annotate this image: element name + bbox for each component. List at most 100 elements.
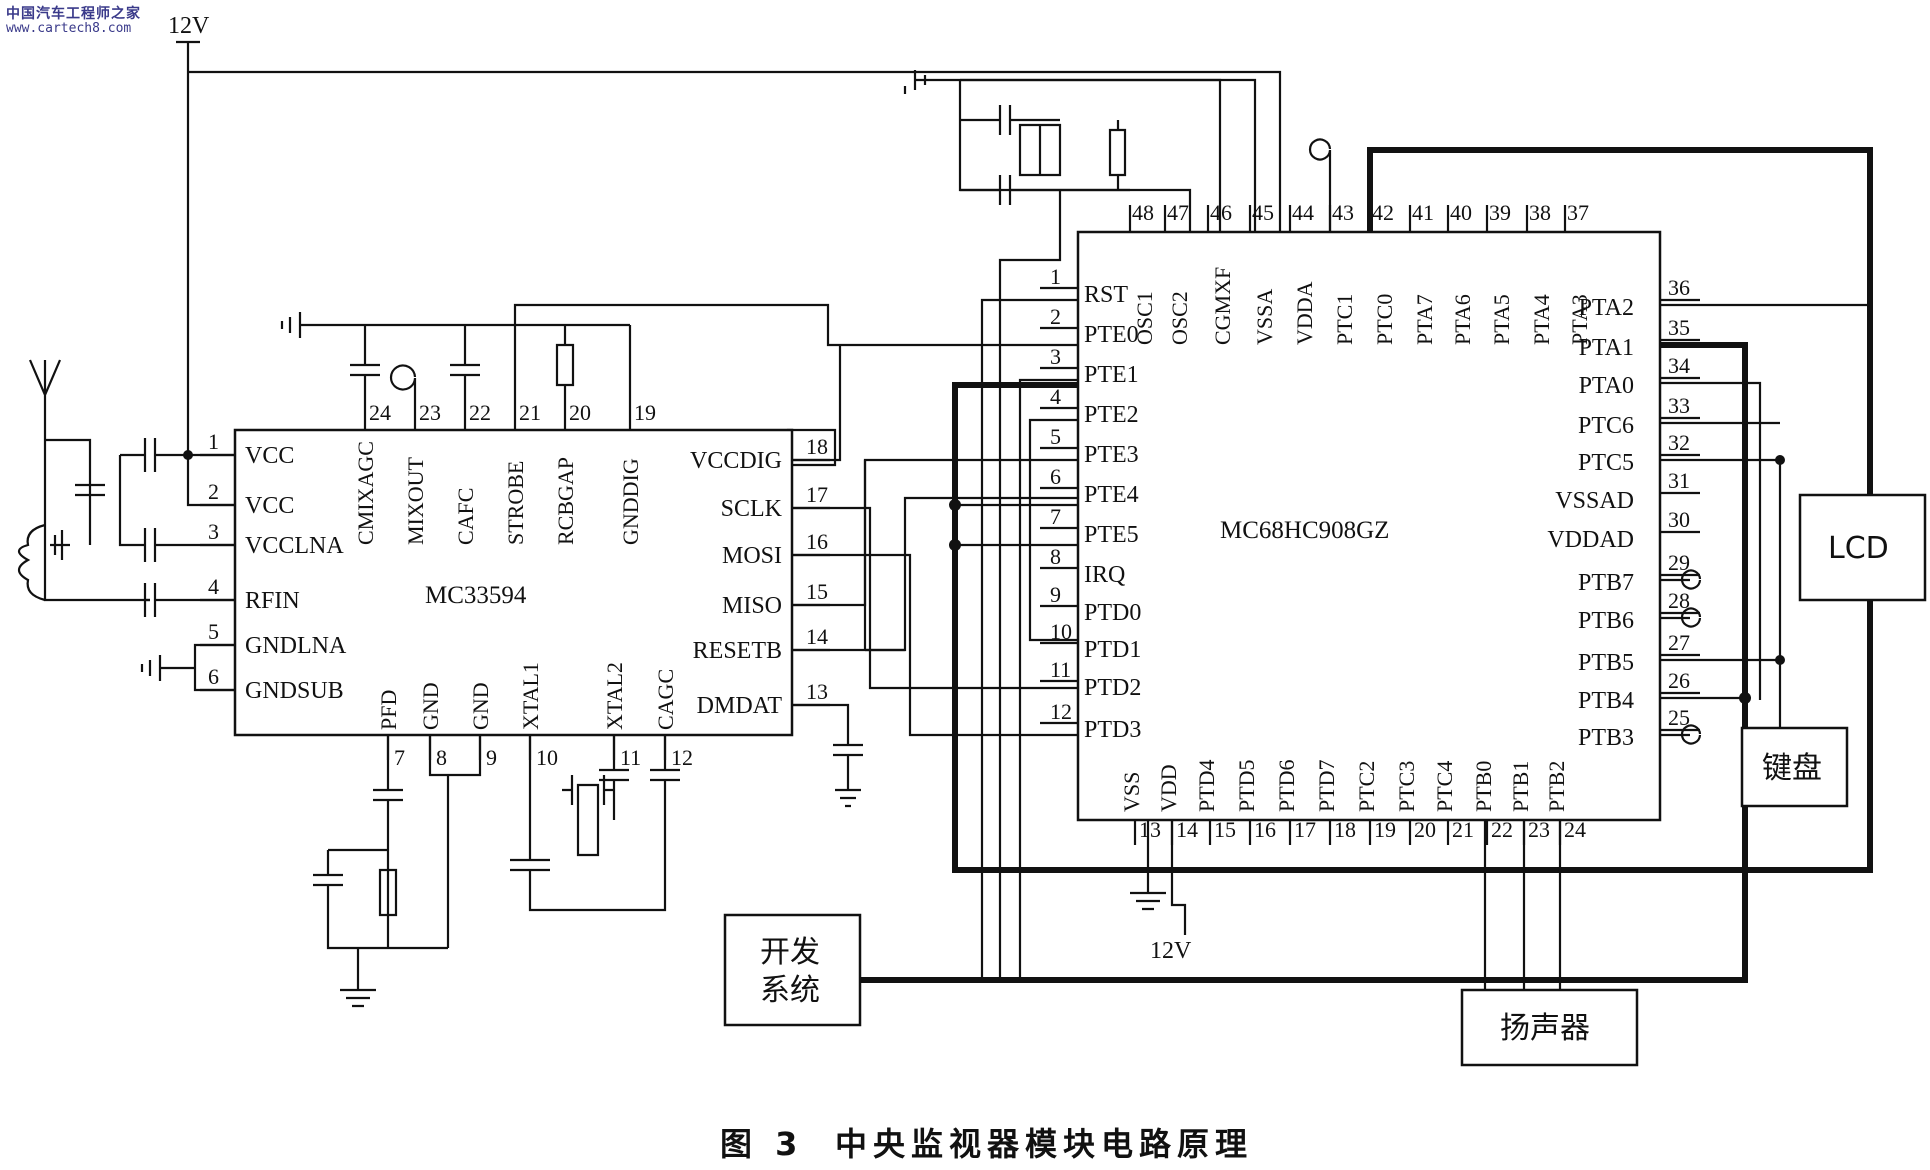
rx-pin-number: 22 [469,400,491,425]
rx-pin-number: 17 [806,482,828,507]
rx-pin-label: CMIXAGC [353,441,378,545]
wiring [17,40,1873,1030]
rx-pin-number: 12 [671,745,693,770]
watermark-site-name: 中国汽车工程师之家 [6,6,141,22]
mcu-pin-number: 45 [1252,200,1274,225]
mcu-pin-label: PTD4 [1194,759,1219,812]
mcu-pin-label: PTD2 [1084,675,1141,701]
watermark-url: www.cartech8.com [6,21,132,37]
mcu-pin-label: VSSAD [1555,488,1634,514]
mcu-pin-number: 42 [1372,200,1394,225]
mcu-pin-number: 30 [1668,507,1690,532]
mcu-pin-label: PTE0 [1084,322,1139,348]
keyboard-label: 键盘 [1762,751,1822,786]
rx-pin-number: 5 [208,619,219,644]
mcu-pin-number: 2 [1050,304,1061,329]
rx-pin-label: VCC [245,443,294,469]
mcu-pin-number: 3 [1050,344,1061,369]
rx-pin-label: CAFC [453,488,478,545]
rx-pin-label: CAGC [653,669,678,730]
mcu-pin-label: PTA1 [1579,335,1634,361]
rx-pin-label: XTAL1 [518,662,543,730]
mcu-pin-label: PTD3 [1084,717,1141,743]
mcu-pin-number: 24 [1564,817,1586,842]
rx-pin-number: 15 [806,579,828,604]
mcu-pin-label: PTB2 [1544,761,1569,812]
rx-pin-number: 19 [634,400,656,425]
mcu-pin-number: 33 [1668,393,1690,418]
dev-system-label-2: 系统 [760,973,820,1008]
mcu-pin-number: 23 [1528,817,1550,842]
rx-pin-label: GND [418,682,443,730]
mcu-pin-number: 17 [1294,817,1316,842]
rx-pin-label: VCCLNA [245,533,344,559]
mcu-pin-number: 29 [1668,550,1690,575]
mcu-pin-number: 32 [1668,430,1690,455]
rx-pin-number: 4 [208,574,219,599]
mcu-pin-label: PTA0 [1579,373,1634,399]
rx-pin-label: DMDAT [697,693,783,719]
mcu-pin-number: 4 [1050,384,1061,409]
supply-12v-bottom: 12V [1150,938,1192,964]
rx-pin-label: RESETB [693,638,782,664]
mcu-pin-number: 9 [1050,582,1061,607]
mcu-pin-number: 28 [1668,588,1690,613]
mcu-pin-label: PTE3 [1084,442,1139,468]
mcu-pin-label: PTE5 [1084,522,1139,548]
mcu-pin-number: 39 [1489,200,1511,225]
mcu-pin-label: PTA4 [1529,294,1554,345]
rx-pin-label: GNDSUB [245,678,344,704]
rx-pin-number: 14 [806,624,828,649]
rx-pin-number: 2 [208,479,219,504]
rx-pin-label: STROBE [503,461,528,545]
mcu-pin-label: PTC5 [1578,450,1634,476]
mcu-pin-number: 22 [1491,817,1513,842]
mcu-pin-number: 38 [1529,200,1551,225]
rx-pin-label: GNDDIG [618,458,643,545]
mcu-pin-label: PTC2 [1354,761,1379,812]
mcu-pin-label: PTA3 [1567,294,1592,345]
rx-pin-label: PFD [376,690,401,730]
mcu-pin-label: VDD [1156,764,1181,812]
mcu-pin-label: OSC1 [1132,291,1157,345]
figure-number: 图 3 [720,1125,803,1163]
mcu-pin-label: CGMXF [1210,267,1235,345]
lcd-block: LCD [1798,493,1927,602]
figure-title: 中央监视器模块电路原理 [835,1125,1253,1163]
mcu-pin-label: VDDAD [1547,527,1634,553]
mcu-pin-label: PTA7 [1412,294,1437,345]
rx-pin-label: VCC [245,493,294,519]
rx-pin-label: RCBGAP [553,457,578,545]
lcd-label: LCD [1828,531,1889,566]
rx-pin-label: GNDLNA [245,633,347,659]
rx-pin-label: RFIN [245,588,300,614]
mc33594-name: MC33594 [425,582,527,609]
mcu-pin-label: PTB4 [1578,688,1634,714]
mcu-pin-label: PTD0 [1084,600,1141,626]
mcu-pin-label: IRQ [1084,562,1125,588]
mcu-pin-number: 8 [1050,544,1061,569]
rx-pin-number: 23 [419,400,441,425]
mcu-pin-label: PTE2 [1084,402,1139,428]
mcu-pin-label: PTB0 [1471,761,1496,812]
mcu-pin-number: 15 [1214,817,1236,842]
rx-pin-number: 11 [620,745,641,770]
mcu-pin-label: PTB7 [1578,570,1634,596]
rx-pin-number: 9 [486,745,497,770]
mcu-pin-label: PTD6 [1274,759,1299,812]
mcu-pin-number: 37 [1567,200,1589,225]
mcu-pin-number: 1 [1050,264,1061,289]
mcu-pin-number: 35 [1668,315,1690,340]
mcu-pin-label: VDDA [1292,281,1317,345]
mcu-pin-number: 44 [1292,200,1314,225]
speaker-label: 扬声器 [1500,1011,1590,1046]
rx-pin-number: 1 [208,429,219,454]
mcu-pin-number: 18 [1334,817,1356,842]
mcu-pin-number: 21 [1452,817,1474,842]
rx-pin-number: 24 [369,400,391,425]
mcu-pin-label: PTC6 [1578,413,1634,439]
mcu-pin-number: 13 [1139,817,1161,842]
mcu-pin-label: RST [1084,282,1128,308]
rx-pin-label: VCCDIG [690,448,782,474]
keyboard-block: 键盘 [1740,726,1849,808]
